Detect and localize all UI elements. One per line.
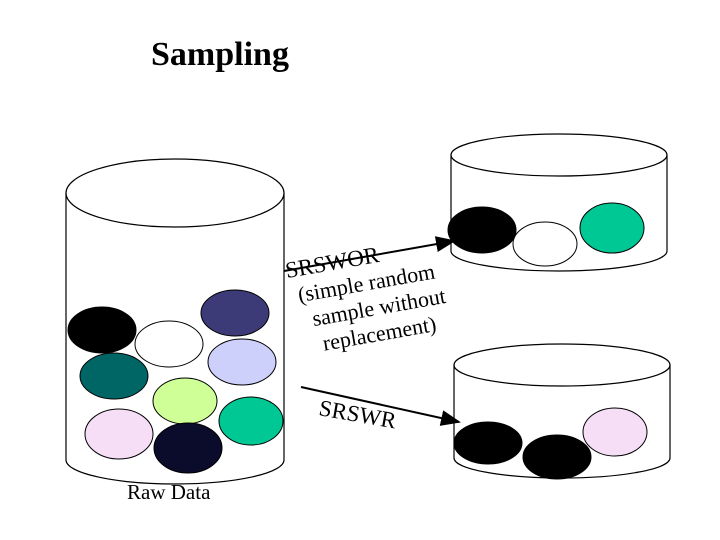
ball-dark-navy xyxy=(153,422,223,474)
ball-white xyxy=(134,320,204,368)
sample-ball-black-2 xyxy=(522,434,592,480)
srswor-arrow xyxy=(283,236,456,272)
ball-green xyxy=(218,396,284,446)
sample-ball-black xyxy=(447,206,517,254)
sample-ball-green xyxy=(579,202,645,254)
ball-light-green xyxy=(152,377,218,425)
sample-ball-white xyxy=(512,221,578,267)
ball-pink xyxy=(84,408,154,460)
ball-black xyxy=(67,306,137,354)
ball-lavender xyxy=(207,338,277,386)
slide-title: Sampling xyxy=(151,36,289,73)
srswr-arrow xyxy=(300,386,461,426)
raw-data-label: Raw Data xyxy=(127,480,211,504)
sample-ball-black-1 xyxy=(453,421,523,465)
srswr-label: SRSWR xyxy=(317,395,399,433)
ball-teal xyxy=(79,352,149,400)
sample-ball-pink xyxy=(582,407,648,457)
srswor-text-block: SRSWOR (simple random sample without rep… xyxy=(283,242,447,356)
ball-navy xyxy=(200,289,270,337)
